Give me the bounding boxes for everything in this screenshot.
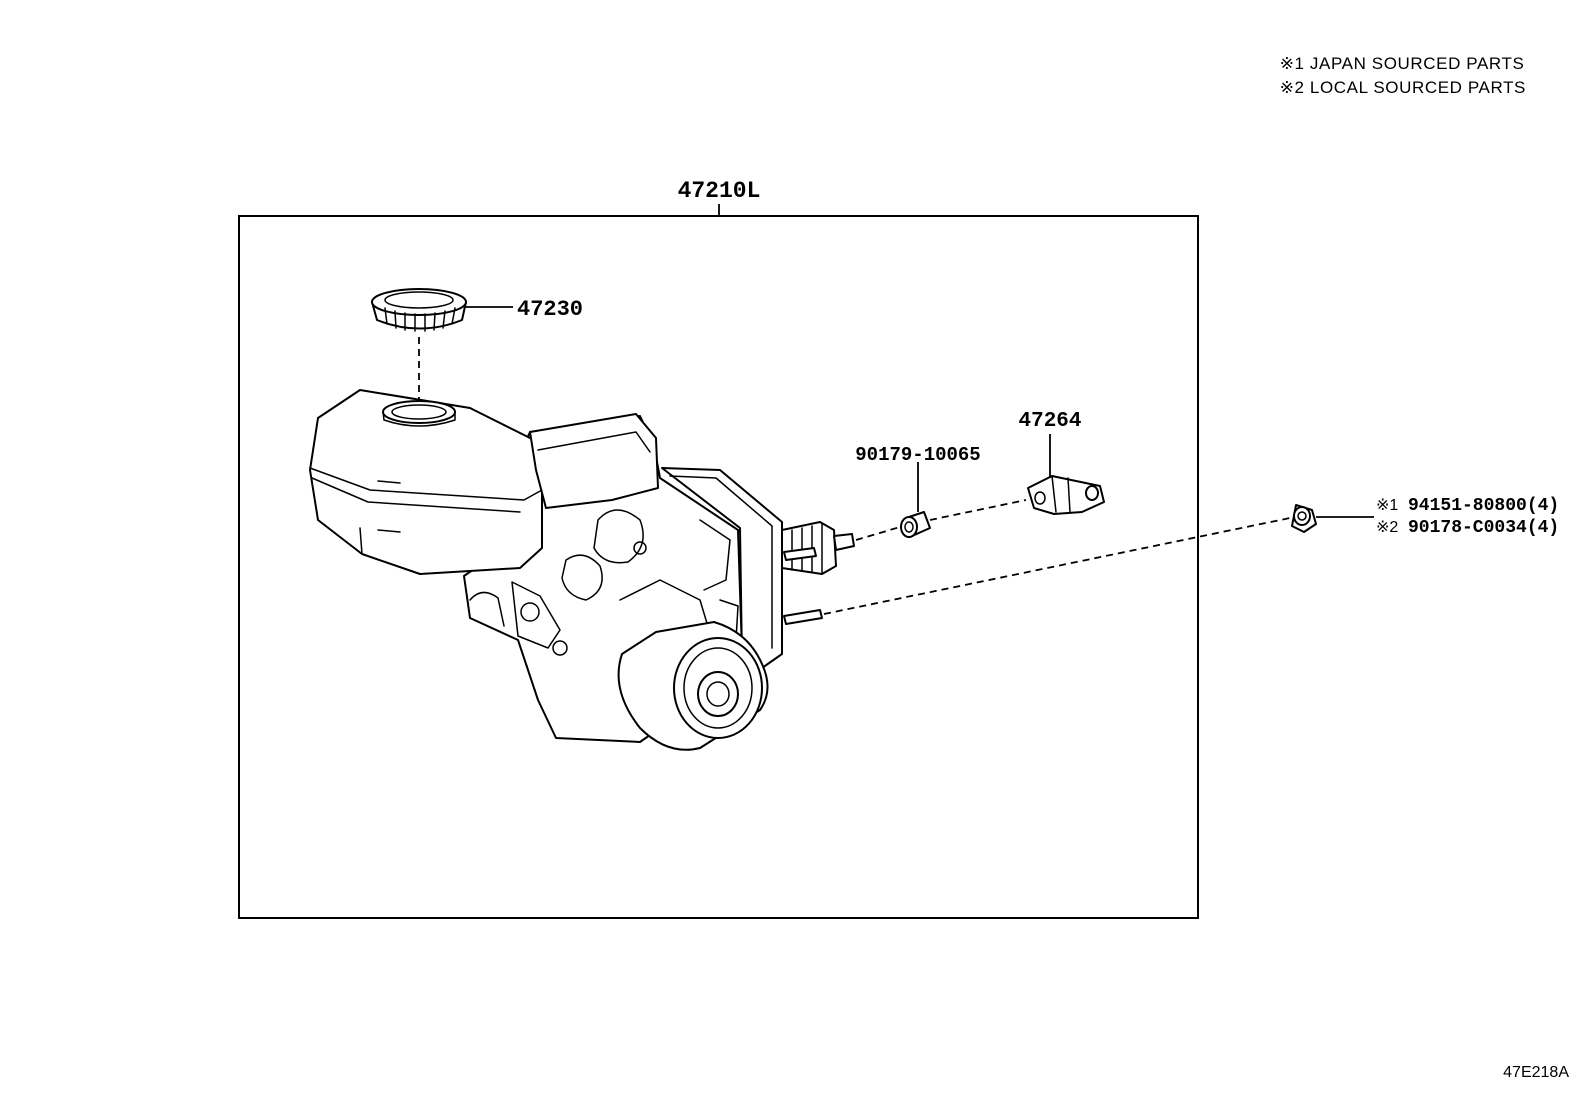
part-label-47264[interactable]: 47264 [1018, 410, 1081, 433]
part-label-47230[interactable]: 47230 [517, 297, 583, 322]
clevis-icon[interactable] [1027, 475, 1105, 515]
part-label-90178-c0034[interactable]: 90178-C0034(4) [1408, 518, 1559, 538]
diagram-id: 47E218A [1503, 1064, 1569, 1081]
brake-booster-assembly-icon[interactable] [309, 389, 855, 751]
legend: ※1 JAPAN SOURCED PARTS ※2 LOCAL SOURCED … [1280, 52, 1526, 100]
reservoir-cap-icon[interactable] [371, 288, 467, 332]
pushrod-dashed-guide-1 [855, 526, 901, 541]
stud-dashed-guide [823, 517, 1291, 615]
part-label-90179-10065[interactable]: 90179-10065 [855, 444, 980, 466]
nut-icon[interactable] [1291, 504, 1317, 533]
part-label-94151-80800[interactable]: 94151-80800(4) [1408, 496, 1559, 516]
nut-mark-local: ※2 [1376, 519, 1398, 536]
pushrod-dashed-guide-2 [929, 499, 1027, 521]
legend-note-japan: ※1 JAPAN SOURCED PARTS [1279, 54, 1525, 73]
bushing-icon[interactable] [900, 511, 931, 538]
nut-mark-japan: ※1 [1376, 497, 1398, 514]
legend-note-local: ※2 LOCAL SOURCED PARTS [1279, 78, 1526, 97]
part-label-47210l[interactable]: 47210L [678, 178, 761, 204]
